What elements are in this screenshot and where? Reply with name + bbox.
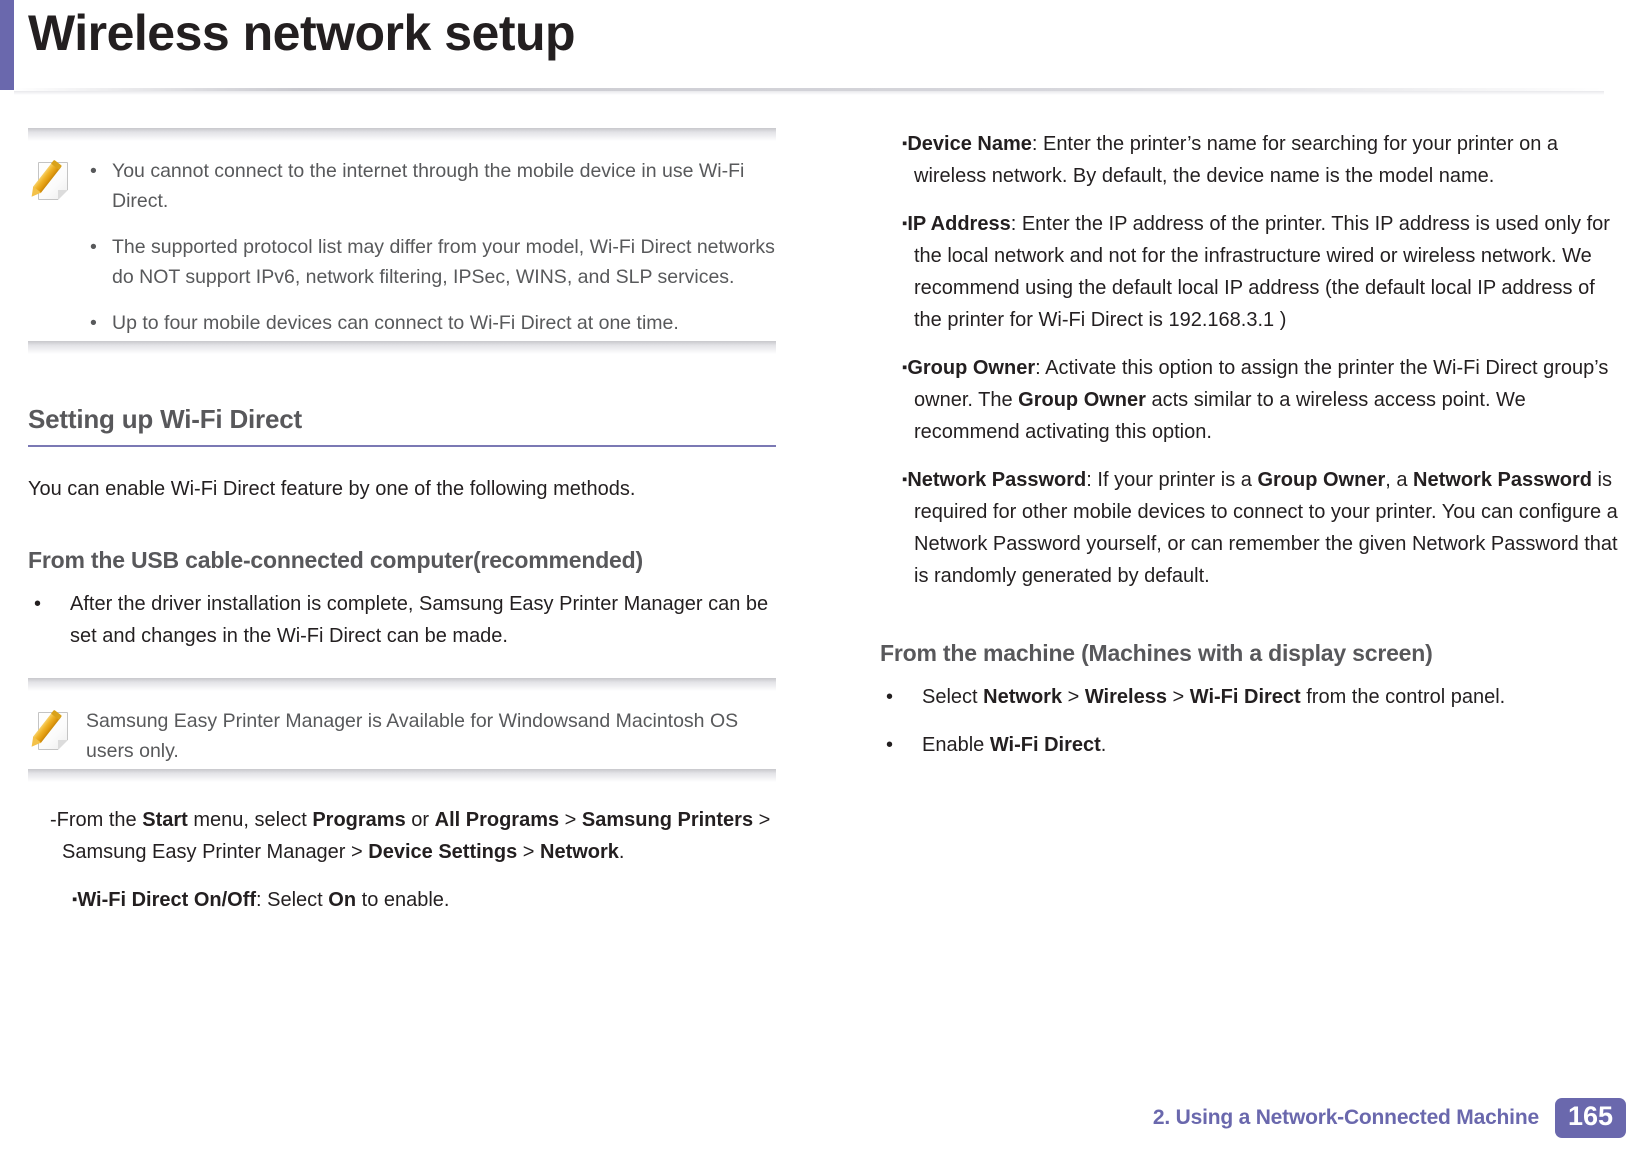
square-bullet: ▪ — [902, 135, 908, 152]
note-bullet-text: The supported protocol list may differ f… — [112, 236, 775, 288]
setting-description: : Enter the IP address of the printer. T… — [914, 213, 1610, 331]
path-sep-1: > — [559, 809, 582, 831]
section-setting-up-wifi-direct: Setting up Wi-Fi Direct — [28, 404, 776, 447]
bullet-dot: • — [90, 312, 97, 334]
onoff-label: Wi-Fi Direct On/Off — [77, 889, 257, 911]
setting-device-name: ▪Device Name: Enter the printer’s name f… — [880, 128, 1620, 192]
group-owner-text-1: : Activate this option to assign the pri… — [914, 357, 1609, 411]
section-heading: Setting up Wi-Fi Direct — [28, 404, 302, 434]
note-box-easy-printer-manager: Samsung Easy Printer Manager is Availabl… — [28, 678, 776, 782]
path-all-programs: All Programs — [434, 809, 560, 831]
path-samsung-printers: Samsung Printers — [581, 809, 754, 831]
setting-label: Device Name — [907, 133, 1032, 155]
bullet-dot: • — [886, 686, 894, 708]
bullet-dot: • — [90, 160, 97, 182]
onoff-tail: to enable. — [356, 889, 450, 911]
setting-ip-address: ▪IP Address: Enter the IP address of the… — [880, 208, 1620, 336]
onoff-value: On — [328, 889, 357, 911]
path-sep-3: > — [345, 841, 369, 863]
network-password-text-1: : If your printer is a — [1086, 469, 1258, 491]
list-item: • Enable Wi-Fi Direct. — [880, 729, 1620, 761]
right-column: ▪Device Name: Enter the printer’s name f… — [880, 128, 1620, 777]
network-password-text-2: , a — [1385, 469, 1414, 491]
square-bullet: ▪ — [902, 359, 908, 376]
list-item: • Select Network > Wireless > Wi-Fi Dire… — [880, 681, 1620, 713]
square-bullet: ▪ — [902, 471, 908, 488]
page-footer: 2. Using a Network-Connected Machine 165 — [1153, 1098, 1626, 1138]
note-pencil-icon — [28, 158, 82, 208]
list-item: • After the driver installation is compl… — [28, 588, 776, 652]
usb-steps-list: • After the driver installation is compl… — [28, 588, 776, 652]
header-divider — [14, 88, 1604, 95]
note-text: Samsung Easy Printer Manager is Availabl… — [86, 710, 739, 762]
network-password-text-3: is required for other mobile devices to … — [914, 469, 1618, 587]
footer-page-number: 165 — [1554, 1098, 1626, 1138]
enable-step-text-1: Enable — [922, 734, 990, 756]
subsection-heading-usb: From the USB cable-connected computer(re… — [28, 547, 643, 573]
setting-group-owner: ▪Group Owner: Activate this option to as… — [880, 352, 1620, 448]
usb-step-text: After the driver installation is complet… — [70, 593, 769, 647]
square-bullet: ▪ — [72, 891, 78, 908]
onoff-mid: : Select — [256, 889, 329, 911]
path-text-4: . — [618, 841, 625, 863]
machine-step-network: Network — [983, 686, 1063, 708]
list-item: • You cannot connect to the internet thro… — [82, 156, 776, 216]
network-password-emphasis-1: Group Owner — [1257, 469, 1386, 491]
wifi-direct-onoff-step: ▪Wi-Fi Direct On/Off: Select On to enabl… — [28, 884, 776, 916]
network-password-emphasis-2: Network Password — [1413, 469, 1592, 491]
square-bullet: ▪ — [902, 215, 908, 232]
page-header: Wireless network setup — [0, 0, 1650, 100]
machine-step-sep-1: > — [1062, 686, 1085, 708]
path-sep-4: > — [517, 841, 541, 863]
machine-steps-list: • Select Network > Wireless > Wi-Fi Dire… — [880, 681, 1620, 761]
setting-network-password: ▪Network Password: If your printer is a … — [880, 464, 1620, 592]
path-text-2: or — [405, 809, 435, 831]
intro-paragraph: You can enable Wi-Fi Direct feature by o… — [28, 478, 636, 500]
path-network: Network — [540, 841, 619, 863]
group-owner-emphasis: Group Owner — [1018, 389, 1146, 411]
setting-label: IP Address — [907, 213, 1011, 235]
footer-chapter-label: 2. Using a Network-Connected Machine — [1152, 1106, 1539, 1129]
machine-step-wifi-direct: Wi-Fi Direct — [1189, 686, 1301, 708]
setting-label: Network Password — [907, 469, 1087, 491]
list-item: • Up to four mobile devices can connect t… — [82, 308, 776, 338]
path-text-1: menu, select — [187, 809, 313, 831]
note-bullet-text: You cannot connect to the internet throu… — [112, 160, 745, 212]
machine-step-text-2: from the control panel. — [1300, 686, 1506, 708]
group-owner-text-2: acts similar to a wireless access point.… — [914, 389, 1526, 443]
setting-description: : Enter the printer’s name for searching… — [914, 133, 1559, 187]
path-programs: Programs — [312, 809, 406, 831]
bullet-dot: • — [90, 236, 97, 258]
machine-step-wireless: Wireless — [1084, 686, 1167, 708]
path-device-settings: Device Settings — [368, 841, 518, 863]
header-accent-bar — [0, 0, 14, 90]
machine-step-sep-2: > — [1166, 686, 1190, 708]
enable-step-text-2: . — [1100, 734, 1107, 756]
subsection-heading-machine: From the machine (Machines with a displa… — [880, 640, 1433, 666]
list-item: • The supported protocol list may differ … — [82, 232, 776, 292]
enable-step-wifi-direct: Wi-Fi Direct — [989, 734, 1101, 756]
path-sep-2: > — [753, 809, 771, 831]
bullet-dot: • — [34, 593, 42, 615]
path-prefix: -From the — [50, 809, 143, 831]
section-heading-rule — [28, 445, 776, 447]
bullet-dot: • — [886, 734, 894, 756]
note-pencil-icon — [28, 708, 82, 758]
machine-step-text-1: Select — [922, 686, 984, 708]
menu-path-step: -From the Start menu, select Programs or… — [28, 804, 776, 868]
left-column: • You cannot connect to the internet thro… — [28, 128, 776, 916]
note-bullet-list: • You cannot connect to the internet thro… — [82, 156, 776, 338]
setting-label: Group Owner — [907, 357, 1036, 379]
note-box-wifi-direct-limitations: • You cannot connect to the internet thro… — [28, 128, 776, 354]
path-easy-printer-manager: Samsung Easy Printer Manager — [62, 841, 346, 863]
note-bullet-text: Up to four mobile devices can connect to… — [112, 312, 679, 334]
path-start: Start — [142, 809, 188, 831]
page-title: Wireless network setup — [28, 5, 576, 61]
